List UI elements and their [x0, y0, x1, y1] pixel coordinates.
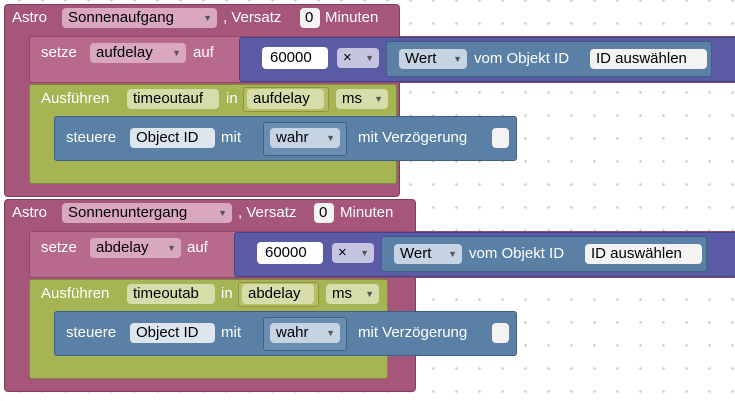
- control-label: steuere: [66, 324, 117, 341]
- delay-label: mit Verzögerung: [358, 324, 468, 341]
- set-label: setze: [41, 44, 77, 61]
- chevron-down-icon: ▼: [448, 249, 457, 259]
- offset-unit-label: Minuten: [325, 9, 379, 26]
- chevron-down-icon: ▼: [374, 94, 383, 104]
- control-label: steuere: [66, 129, 117, 146]
- chevron-down-icon: ▼: [218, 208, 227, 218]
- to-label: auf: [193, 44, 214, 61]
- value-type-dropdown[interactable]: Wert▼: [399, 49, 467, 69]
- number-input[interactable]: 60000: [257, 242, 323, 264]
- variable-dropdown[interactable]: aufdelay▼: [90, 43, 186, 63]
- operator-dropdown[interactable]: ×▼: [332, 243, 374, 263]
- value-type-dropdown[interactable]: Wert▼: [394, 244, 462, 264]
- operator-dropdown[interactable]: ×▼: [337, 48, 379, 68]
- boolean-dropdown[interactable]: wahr▼: [270, 128, 340, 148]
- chevron-down-icon: ▼: [203, 13, 212, 23]
- offset-label: , Versatz: [238, 204, 297, 221]
- timeout-name-field[interactable]: timeoutab: [127, 284, 215, 304]
- unit-dropdown[interactable]: ms▼: [326, 284, 379, 304]
- delay-checkbox[interactable]: [492, 323, 509, 343]
- chevron-down-icon: ▼: [360, 248, 369, 258]
- astro-event-dropdown[interactable]: Sonnenuntergang▼: [62, 203, 232, 223]
- astro-event-dropdown[interactable]: Sonnenaufgang▼: [62, 8, 217, 28]
- with-label: mit: [221, 129, 241, 146]
- offset-unit-label: Minuten: [340, 204, 394, 221]
- astro-label: Astro: [12, 9, 48, 26]
- delay-checkbox[interactable]: [492, 128, 509, 148]
- delay-label: mit Verzögerung: [358, 129, 468, 146]
- chevron-down-icon: ▼: [172, 48, 181, 58]
- number-input[interactable]: 60000: [262, 47, 328, 69]
- select-id-button[interactable]: ID auswählen: [585, 244, 702, 264]
- set-label: setze: [41, 239, 77, 256]
- object-id-button[interactable]: Object ID: [130, 323, 215, 343]
- chevron-down-icon: ▼: [326, 133, 335, 143]
- astro-label: Astro: [12, 204, 48, 221]
- timeout-name-field[interactable]: timeoutauf: [127, 89, 219, 109]
- offset-input[interactable]: 0: [314, 203, 334, 223]
- unit-dropdown[interactable]: ms▼: [336, 89, 388, 109]
- in-label: in: [226, 90, 238, 107]
- run-label: Ausführen: [41, 285, 110, 302]
- of-object-label: vom Objekt ID: [474, 50, 570, 67]
- chevron-down-icon: ▼: [365, 289, 374, 299]
- with-label: mit: [221, 324, 241, 341]
- in-label: in: [221, 285, 233, 302]
- run-label: Ausführen: [41, 90, 110, 107]
- variable-dropdown[interactable]: abdelay▼: [90, 238, 181, 258]
- offset-label: , Versatz: [223, 9, 282, 26]
- boolean-dropdown[interactable]: wahr▼: [270, 323, 340, 343]
- delay-variable-field[interactable]: abdelay: [242, 284, 314, 304]
- object-id-button[interactable]: Object ID: [130, 128, 215, 148]
- of-object-label: vom Objekt ID: [469, 245, 565, 262]
- chevron-down-icon: ▼: [326, 328, 335, 338]
- delay-variable-field[interactable]: aufdelay: [247, 89, 324, 109]
- chevron-down-icon: ▼: [365, 53, 374, 63]
- to-label: auf: [187, 239, 208, 256]
- chevron-down-icon: ▼: [453, 54, 462, 64]
- select-id-button[interactable]: ID auswählen: [590, 49, 707, 69]
- offset-input[interactable]: 0: [300, 8, 320, 28]
- chevron-down-icon: ▼: [167, 243, 176, 253]
